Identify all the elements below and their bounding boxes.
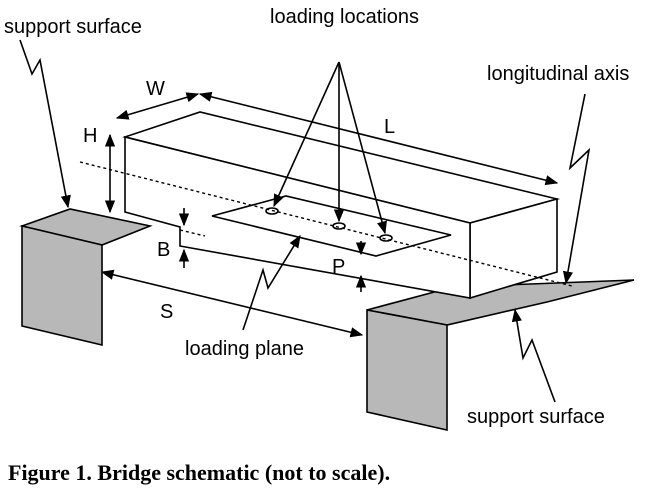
right-support-front-face (366, 309, 448, 431)
figure-caption: Figure 1. Bridge schematic (not to scale… (8, 460, 390, 485)
span-dimension (100, 269, 364, 338)
loading-plane-leader (242, 234, 301, 331)
bottom-level-dash (179, 229, 206, 237)
loading-plane-label: loading plane (185, 338, 304, 360)
longitudinal-axis-leader (562, 93, 591, 285)
p-label: P (332, 256, 345, 278)
length-dimension (198, 91, 559, 186)
loading-point-3 (379, 234, 393, 242)
support-surface-bottom-leader (511, 308, 556, 403)
support-surface-top-label: support surface (4, 16, 142, 38)
loading-plane (211, 195, 452, 257)
height-label: H (83, 125, 97, 147)
loading-point-1 (265, 207, 279, 215)
loading-plane-outline (211, 195, 452, 257)
left-support (19, 208, 153, 347)
width-label: W (146, 78, 165, 100)
loading-locations-label: loading locations (270, 6, 419, 28)
left-support-front-face (21, 224, 103, 347)
support-surface-top-leader (19, 39, 71, 209)
loading-point-2 (332, 222, 346, 230)
support-surface-bottom-label: support surface (467, 406, 605, 428)
b-label: B (157, 239, 170, 261)
longitudinal-axis-line (79, 161, 573, 287)
width-dimension (115, 92, 200, 120)
span-label: S (160, 301, 173, 323)
longitudinal-axis-label: longitudinal axis (487, 63, 629, 85)
length-label: L (384, 116, 395, 138)
